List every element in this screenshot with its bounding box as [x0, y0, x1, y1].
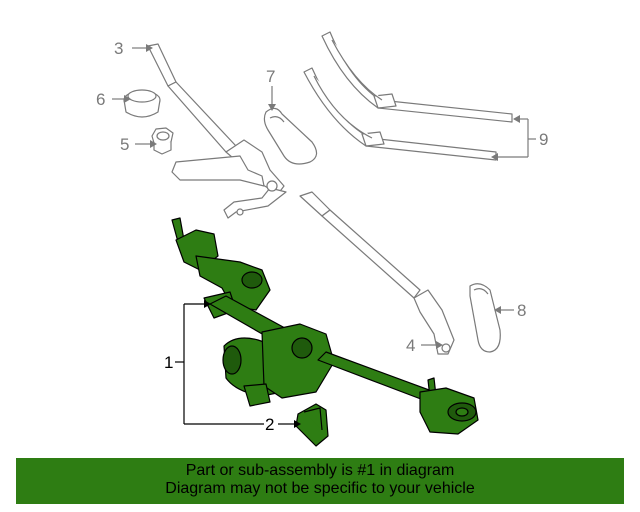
- cap-part-6: [123, 89, 161, 118]
- arrow-2: [294, 420, 301, 428]
- arrow-6: [124, 95, 131, 103]
- right-wiper-arm-part-4: [299, 191, 455, 355]
- bracket-part-2: [295, 403, 329, 447]
- info-banner: Part or sub-assembly is #1 in diagram Di…: [16, 458, 624, 504]
- arrow-5: [150, 140, 157, 148]
- wiper-blade-upper-part-9: [321, 31, 513, 123]
- arrow-8: [494, 306, 501, 314]
- callout-6: 6: [96, 90, 105, 109]
- banner-line-2: Diagram may not be specific to your vehi…: [165, 480, 475, 497]
- nut-part-5: [151, 127, 174, 155]
- arrow-1: [204, 300, 211, 308]
- callout-7: 7: [266, 67, 275, 86]
- callout-2: 2: [265, 415, 274, 434]
- cover-part-7: [263, 107, 318, 165]
- callout-8: 8: [517, 301, 526, 320]
- callout-3: 3: [114, 39, 123, 58]
- left-wiper-arm-part-3: [147, 43, 287, 219]
- callout-4: 4: [406, 336, 415, 355]
- arrow-9b: [491, 153, 498, 161]
- arrow-3: [146, 44, 153, 52]
- leader-line-1: [175, 303, 264, 425]
- callout-1: 1: [164, 353, 173, 372]
- arrow-7: [268, 104, 276, 111]
- callout-9: 9: [539, 130, 548, 149]
- callout-5: 5: [120, 135, 129, 154]
- arrow-9a: [513, 115, 520, 123]
- cover-part-8: [469, 283, 501, 353]
- parts-diagram: 3 6 5 7 4 8 9 1 2: [96, 31, 548, 447]
- banner-line-1: Part or sub-assembly is #1 in diagram: [185, 462, 455, 479]
- leader-line-9: [498, 118, 536, 158]
- arrow-4: [436, 341, 443, 349]
- wiper-linkage-assembly-part-1: [171, 217, 479, 435]
- wiper-blade-lower-part-9: [303, 67, 497, 161]
